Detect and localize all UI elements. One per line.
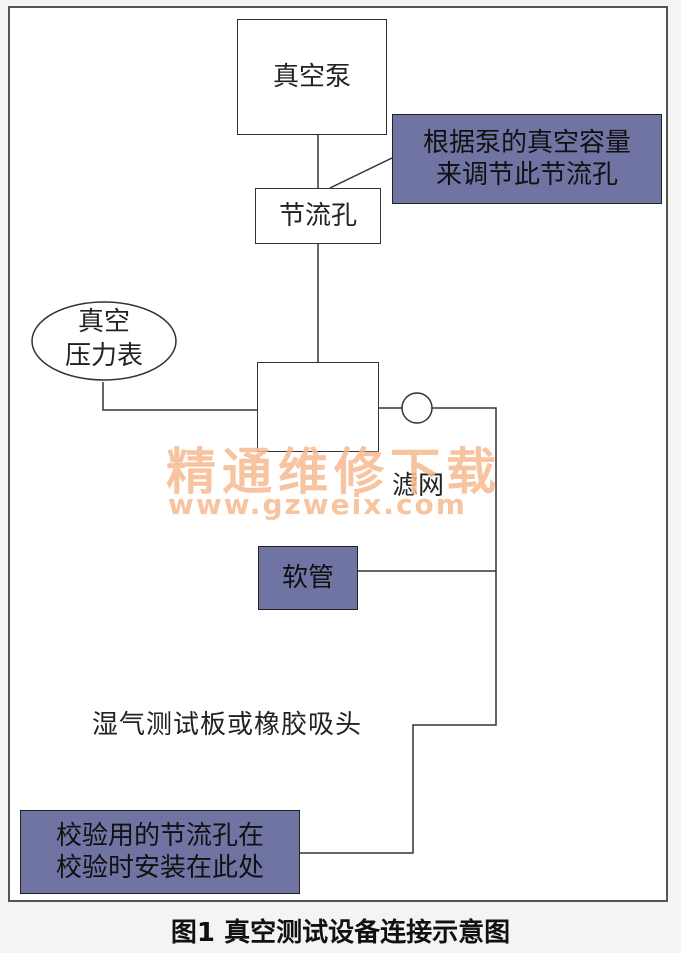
- vacuum-gauge-line-2: 压力表: [64, 340, 143, 371]
- orifice-note-line-2: 来调节此节流孔: [435, 160, 618, 190]
- filter-label: 滤网: [392, 471, 445, 501]
- vacuum-gauge-line-1: 真空: [77, 307, 130, 337]
- calibration-note-box: 校验用的节流孔在 校验时安装在此处: [20, 810, 300, 894]
- hose-label: 软管: [281, 562, 334, 593]
- orifice-label: 节流孔: [278, 200, 357, 231]
- vacuum-gauge-shape: [31, 301, 177, 381]
- orifice-note-box: 根据泵的真空容量 来调节此节流孔: [392, 114, 662, 204]
- line-gauge-chamber: [102, 382, 257, 411]
- hose-box: 软管: [258, 546, 358, 610]
- orifice-note-line-1: 根据泵的真空容量: [422, 127, 631, 158]
- vacuum-pump-box: 真空泵: [237, 19, 387, 135]
- calibration-note-line-1: 校验用的节流孔在: [55, 820, 264, 851]
- watermark-name: 精通维修下载: [166, 443, 502, 501]
- orifice-box: 节流孔: [255, 188, 381, 244]
- vacuum-pump-label: 真空泵: [272, 61, 351, 92]
- vacuum-gauge-label: 真空 压力表: [30, 306, 178, 374]
- figure-caption: 图1 真空测试设备连接示意图: [170, 918, 511, 948]
- filter-symbol: [401, 392, 433, 424]
- line-main-riser: [300, 407, 497, 854]
- watermark-url: www.gzweix.com: [168, 488, 467, 521]
- test-plate-label: 湿气测试板或橡胶吸头: [92, 710, 363, 740]
- line-note-leader: [329, 157, 393, 189]
- calibration-note-line-2: 校验时安装在此处: [55, 853, 264, 883]
- vacuum-chamber-box: [257, 362, 379, 452]
